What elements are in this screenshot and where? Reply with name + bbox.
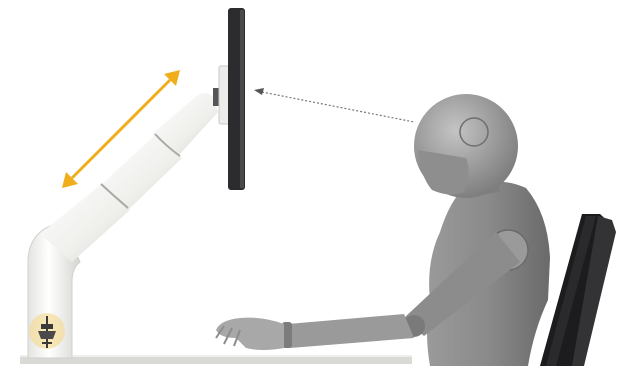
double-headed-arrow-icon [62,70,180,188]
office-chair [540,214,616,366]
sight-line-icon [254,88,415,123]
seated-mannequin [215,94,550,366]
desk [20,355,412,364]
monitor [228,8,245,190]
clamp-icon [29,313,65,349]
monitor-arm [27,65,234,359]
